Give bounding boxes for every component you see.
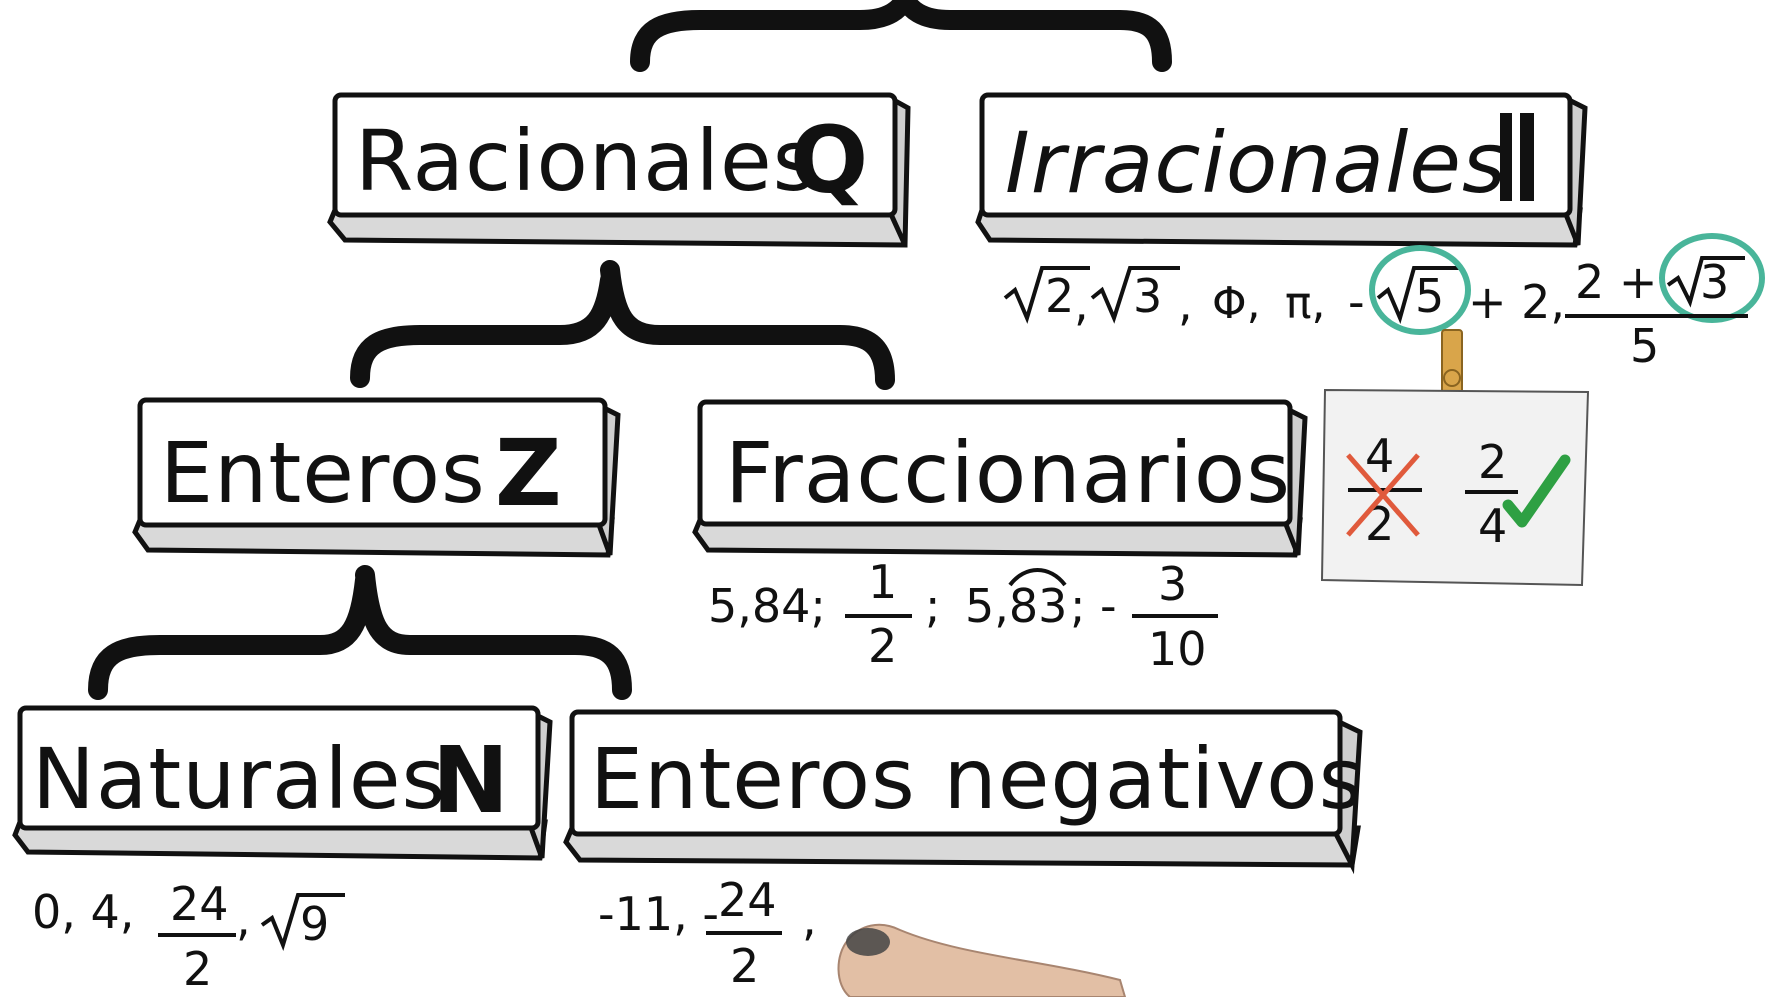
wrong-numerator: 4 [1365,429,1394,483]
irrational-examples: 2 , 3 , Φ, π, - 5 + 2, 2 + 3 5 [1003,233,1765,373]
racionales-box: Racionales Q [327,92,911,248]
negative-examples: -11, - 24 2 , [598,873,817,993]
natural-frac-numerator: 24 [170,877,229,931]
racionales-label: Racionales [355,112,817,210]
right-denominator: 4 [1478,499,1507,553]
frac-denominator: 5 [1630,319,1659,373]
irracionales-label: Irracionales [1005,114,1507,212]
enteros-letter: Z [495,420,562,527]
sqrt5-circle [1369,245,1471,335]
frac-sqrt3-value: 3 [1700,255,1729,309]
comma-1: , [1074,277,1089,331]
sqrt2-value: 2 [1045,269,1074,323]
sqrt3-value: 3 [1133,269,1162,323]
pi-symbol: π, [1285,278,1325,329]
half-numerator: 1 [868,555,897,609]
naturales-label: Naturales [32,730,446,828]
sqrt3-circle [1659,233,1765,323]
racionales-letter: Q [790,107,868,214]
periodic-example: 5,83 [965,579,1067,633]
minus-sign: - [1348,275,1365,329]
periodic-arc [1008,568,1067,587]
separator-1: ; [925,579,941,633]
half-denominator: 2 [868,619,897,673]
neg-fraction-denominator: 10 [1148,622,1207,676]
right-numerator: 2 [1478,435,1507,489]
enteros-box: Enteros Z [132,397,621,558]
top-brace [630,0,1172,72]
negative-frac-numerator: 24 [718,873,777,927]
phi-symbol: Φ, [1212,278,1261,329]
natural-comma: , [236,892,251,946]
sqrt9-value: 9 [300,897,329,951]
sqrt5-value: 5 [1415,269,1444,323]
fraction-examples: 5,84; 1 2 ; 5,83 ; - 3 10 [708,555,1218,676]
hand-with-marker-icon [837,923,1127,997]
naturales-letter: N [432,727,509,834]
check-icon [1502,454,1571,528]
fraccionarios-label: Fraccionarios [725,424,1291,522]
frac-numerator: 2 + [1575,255,1657,309]
note-card: 4 2 2 4 ✔ [1320,388,1590,587]
negative-minus: - [1100,579,1117,633]
irracionales-letter-bar2 [1520,113,1534,201]
neg-fraction-numerator: 3 [1158,557,1187,611]
decimal-example: 5,84; [708,579,826,633]
negativos-box: Enteros negativos [563,709,1363,875]
natural-examples: 0, 4, 24 2 , 9 [32,877,345,996]
separator-2: ; [1070,579,1086,633]
plus-two: + 2, [1468,275,1565,329]
fraccionarios-box: Fraccionarios [692,399,1308,558]
negative-list: -11, - [598,887,719,941]
naturales-box: Naturales N [12,705,553,861]
negativos-label: Enteros negativos [590,730,1363,828]
bottom-brace [88,565,632,700]
cross-line-2 [1346,453,1420,537]
negative-frac-denominator: 2 [730,939,759,993]
irracionales-letter-bar1 [1500,113,1512,201]
natural-frac-denominator: 2 [183,942,212,996]
negative-comma: , [802,892,817,946]
natural-list: 0, 4, [32,885,134,939]
irracionales-box: Irracionales I [975,92,1588,248]
comma-2: , [1178,277,1193,331]
enteros-label: Enteros [160,424,486,522]
middle-brace [350,260,895,390]
